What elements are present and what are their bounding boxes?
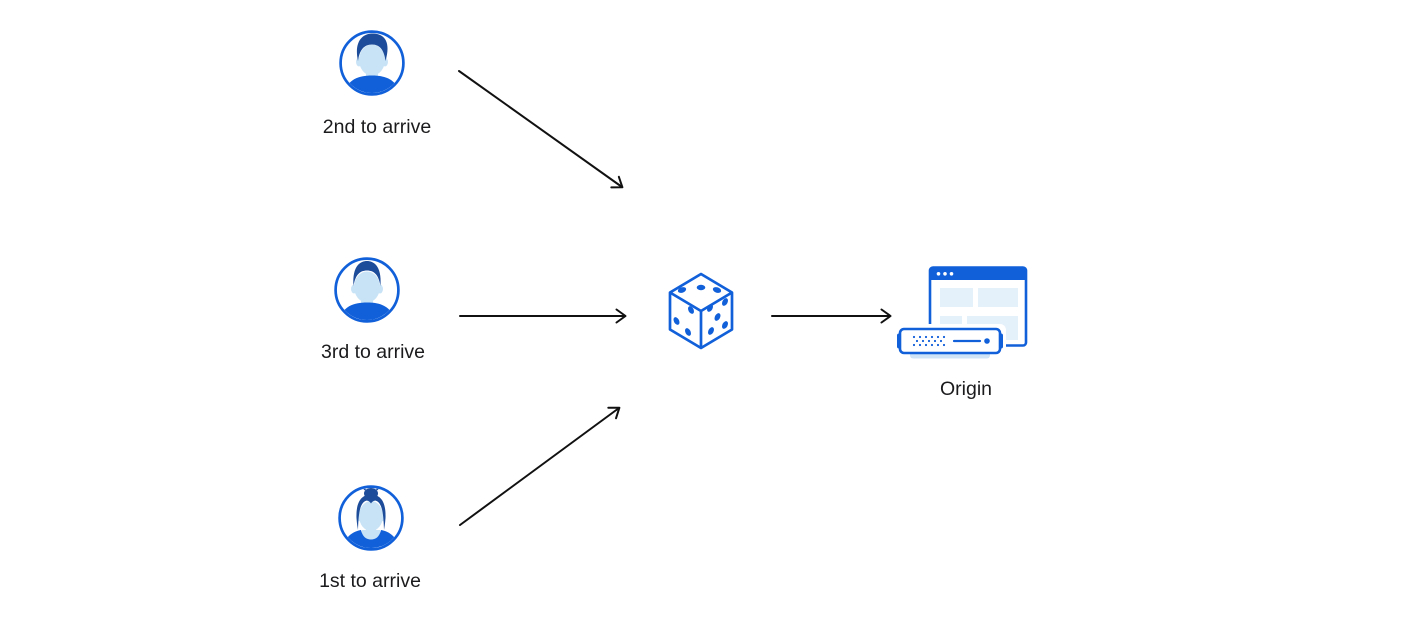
node-label-visitor-2nd: 2nd to arrive bbox=[322, 116, 432, 138]
user-avatar-icon bbox=[334, 257, 400, 323]
node-label-origin: Origin bbox=[939, 378, 993, 400]
user-avatar-icon bbox=[338, 485, 404, 551]
user-avatar-icon bbox=[339, 30, 405, 96]
node-label-visitor-1st: 1st to arrive bbox=[319, 570, 421, 592]
node-label-visitor-3rd: 3rd to arrive bbox=[320, 341, 426, 363]
arrow-visitor-1st-to-dice bbox=[459, 406, 621, 526]
arrow-visitor-2nd-to-dice bbox=[458, 70, 624, 189]
origin-server-icon bbox=[896, 266, 1028, 361]
dice-icon bbox=[668, 272, 734, 350]
